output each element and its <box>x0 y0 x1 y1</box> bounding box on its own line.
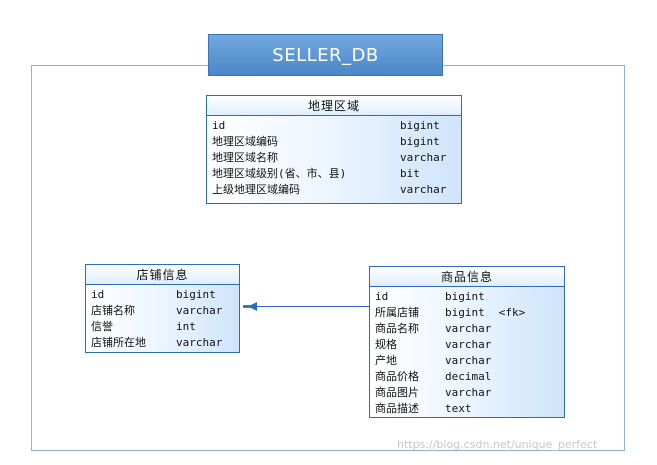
entity-shop[interactable]: 店铺信息 id bigint 店铺名称 varchar 信誉 int 店铺所在地 var… <box>85 264 240 353</box>
field-row: 商品价格 decimal <box>375 369 559 385</box>
field-row: id bigint <box>91 287 234 303</box>
entity-region-title: 地理区域 <box>207 96 461 116</box>
field-name: 商品名称 <box>375 322 419 335</box>
field-name: 地理区域级别(省、市、县) <box>212 167 347 180</box>
foreign-key-marker: <fk> <box>498 306 526 319</box>
field-row: 商品名称 varchar <box>375 321 559 337</box>
field-type: varchar <box>176 304 223 317</box>
field-row: 商品描述 text <box>375 401 559 417</box>
field-row: 商品图片 varchar <box>375 385 559 401</box>
field-row: id bigint <box>212 118 456 134</box>
field-row: 规格 varchar <box>375 337 559 353</box>
field-type: text <box>445 402 472 415</box>
entity-product-body: id bigint 所属店铺 bigint <fk> 商品名称 varchar 规格 va… <box>370 287 564 417</box>
field-row: 所属店铺 bigint <fk> <box>375 305 559 321</box>
field-type: bigint <box>400 135 440 148</box>
field-name: 产地 <box>375 354 397 367</box>
field-name: 上级地理区域编码 <box>212 183 300 196</box>
field-name: 地理区域名称 <box>212 151 278 164</box>
field-name: 商品图片 <box>375 386 419 399</box>
field-type: varchar <box>445 322 492 335</box>
entity-region-body: id bigint 地理区域编码 bigint 地理区域名称 varchar 地理区域… <box>207 116 461 203</box>
field-type: bit <box>400 167 420 180</box>
field-name: id <box>212 119 226 132</box>
field-name: 信誉 <box>91 320 113 333</box>
entity-shop-body: id bigint 店铺名称 varchar 信誉 int 店铺所在地 varchar <box>86 285 239 352</box>
field-name: 店铺所在地 <box>91 336 146 349</box>
field-name: id <box>91 288 105 301</box>
field-type: varchar <box>400 183 447 196</box>
field-row: 店铺所在地 varchar <box>91 335 234 351</box>
field-type: varchar <box>445 386 492 399</box>
field-type: decimal <box>445 370 492 383</box>
field-type: bigint <box>176 288 216 301</box>
field-row: 上级地理区域编码 varchar <box>212 182 456 198</box>
field-name: 商品描述 <box>375 402 419 415</box>
field-name: 规格 <box>375 338 397 351</box>
entity-shop-title: 店铺信息 <box>86 265 239 285</box>
field-type: varchar <box>445 354 492 367</box>
field-name: id <box>375 290 389 303</box>
relationship-line[interactable] <box>246 306 370 307</box>
database-title: SELLER_DB <box>208 34 443 76</box>
field-type: bigint <box>400 119 440 132</box>
field-row: id bigint <box>375 289 559 305</box>
field-name: 地理区域编码 <box>212 135 278 148</box>
field-type: varchar <box>445 338 492 351</box>
field-name: 店铺名称 <box>91 304 135 317</box>
entity-product[interactable]: 商品信息 id bigint 所属店铺 bigint <fk> 商品名称 varchar… <box>369 266 565 418</box>
field-row: 地理区域编码 bigint <box>212 134 456 150</box>
field-type: varchar <box>176 336 223 349</box>
field-row: 店铺名称 varchar <box>91 303 234 319</box>
field-type: bigint <box>445 290 485 303</box>
field-row: 信誉 int <box>91 319 234 335</box>
field-name: 商品价格 <box>375 370 419 383</box>
entity-product-title: 商品信息 <box>370 267 564 287</box>
field-type: bigint <box>445 306 485 319</box>
field-type: varchar <box>400 151 447 164</box>
field-type: int <box>176 320 196 333</box>
watermark: https://blog.csdn.net/unique_perfect <box>397 438 598 451</box>
entity-region[interactable]: 地理区域 id bigint 地理区域编码 bigint 地理区域名称 varchar… <box>206 95 462 204</box>
field-row: 产地 varchar <box>375 353 559 369</box>
field-row: 地理区域级别(省、市、县) bit <box>212 166 456 182</box>
field-name: 所属店铺 <box>375 306 419 319</box>
field-row: 地理区域名称 varchar <box>212 150 456 166</box>
foreign-key-arrow-icon <box>243 302 257 311</box>
